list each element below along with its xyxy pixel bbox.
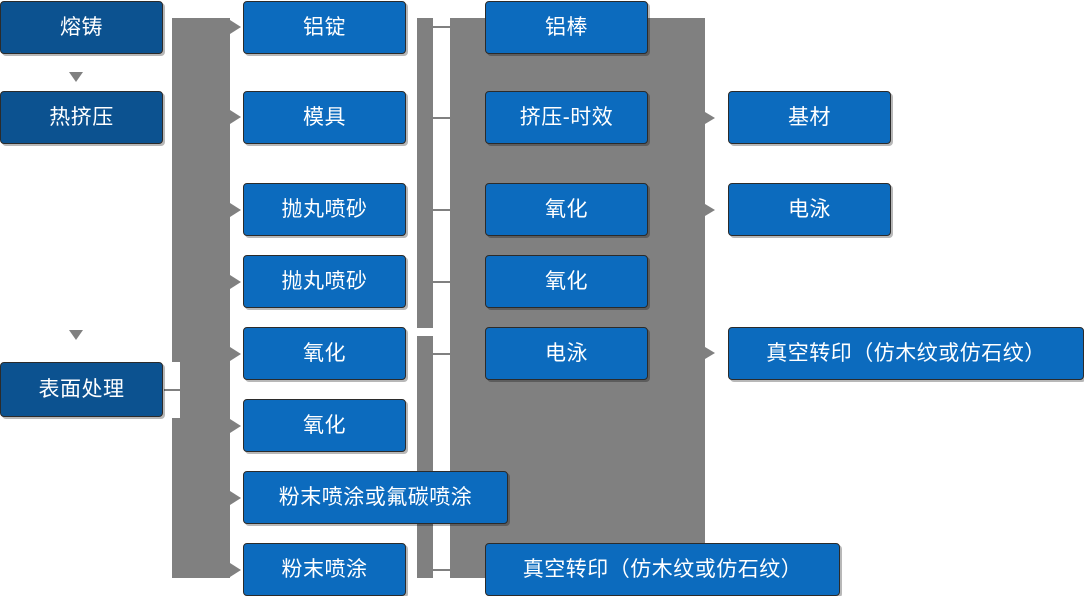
arrow-to-node-l2-8 xyxy=(230,563,241,577)
node-oxidation-col2-2[interactable]: 氧化 xyxy=(243,399,406,452)
node-powder-or-fluorocarbon-coating[interactable]: 粉末喷涂或氟碳喷涂 xyxy=(243,471,508,524)
node-label: 粉末喷涂或氟碳喷涂 xyxy=(278,485,473,509)
node-label: 抛丸喷砂 xyxy=(281,197,368,221)
node-powder-coating[interactable]: 粉末喷涂 xyxy=(243,543,406,596)
node-label: 粉末喷涂 xyxy=(281,557,368,581)
node-label: 电泳 xyxy=(788,197,831,221)
node-label: 真空转印（仿木纹或仿石纹） xyxy=(766,341,1046,365)
connector-line-to-l3-5 xyxy=(433,353,455,355)
connector-line-to-l3-6 xyxy=(433,569,455,571)
node-surface-treatment[interactable]: 表面处理 xyxy=(0,362,163,417)
node-substrate[interactable]: 基材 xyxy=(728,91,891,144)
node-label: 挤压-时效 xyxy=(519,105,614,129)
arrow-down-melting-to-extrusion xyxy=(69,72,83,82)
node-label: 模具 xyxy=(303,105,346,129)
connector-line-to-l3-4 xyxy=(433,281,455,283)
arrow-to-node-l2-6 xyxy=(230,419,241,433)
node-label: 铝棒 xyxy=(545,15,588,39)
node-aluminum-bar[interactable]: 铝棒 xyxy=(485,1,648,54)
node-label: 氧化 xyxy=(545,197,588,221)
node-oxidation-col3-1[interactable]: 氧化 xyxy=(485,183,648,236)
node-label: 真空转印（仿木纹或仿石纹） xyxy=(522,557,803,581)
node-label: 抛丸喷砂 xyxy=(281,269,368,293)
node-label: 电泳 xyxy=(545,341,588,365)
node-electrophoresis-col4[interactable]: 电泳 xyxy=(728,183,891,236)
node-extrusion-aging[interactable]: 挤压-时效 xyxy=(485,91,648,144)
node-label: 铝锭 xyxy=(303,15,346,39)
arrow-to-node-l2-2 xyxy=(230,110,241,124)
node-shot-blasting-1[interactable]: 抛丸喷砂 xyxy=(243,183,406,236)
node-hot-extrusion[interactable]: 热挤压 xyxy=(0,91,163,144)
node-mould[interactable]: 模具 xyxy=(243,91,406,144)
node-label: 基材 xyxy=(788,105,831,129)
arrow-to-node-l4-3 xyxy=(705,347,715,359)
connector-bar-process-left xyxy=(417,18,433,328)
arrow-to-node-l2-4 xyxy=(230,275,241,289)
node-vacuum-transfer-col4[interactable]: 真空转印（仿木纹或仿石纹） xyxy=(728,327,1084,380)
node-shot-blasting-2[interactable]: 抛丸喷砂 xyxy=(243,255,406,308)
node-melting-casting[interactable]: 熔铸 xyxy=(0,1,163,54)
node-label: 氧化 xyxy=(545,269,588,293)
node-aluminum-ingot[interactable]: 铝锭 xyxy=(243,1,406,54)
node-electrophoresis-col3[interactable]: 电泳 xyxy=(485,327,648,380)
connector-bar-process-left-lower xyxy=(417,336,433,578)
node-vacuum-transfer-col3[interactable]: 真空转印（仿木纹或仿石纹） xyxy=(485,543,840,596)
node-label: 热挤压 xyxy=(49,105,114,129)
arrow-to-node-l4-1 xyxy=(705,112,715,124)
arrow-to-node-l4-2 xyxy=(705,204,715,216)
node-oxidation-col2-1[interactable]: 氧化 xyxy=(243,327,406,380)
node-label: 氧化 xyxy=(303,413,346,437)
arrow-to-node-l2-7 xyxy=(230,491,241,505)
arrow-down-to-surface-treatment xyxy=(69,330,83,340)
connector-line-to-l3-2 xyxy=(433,117,455,119)
node-label: 氧化 xyxy=(303,341,346,365)
node-label: 熔铸 xyxy=(60,15,103,39)
node-label: 表面处理 xyxy=(38,377,125,401)
arrow-to-node-l2-5 xyxy=(230,347,241,361)
arrow-to-node-l2-1 xyxy=(230,20,241,34)
connector-line-to-l3-1 xyxy=(433,26,455,28)
connector-trunk-stage-to-process xyxy=(172,18,230,578)
node-oxidation-col3-2[interactable]: 氧化 xyxy=(485,255,648,308)
connector-line-surface-treatment xyxy=(164,389,184,391)
arrow-to-node-l2-3 xyxy=(230,203,241,217)
connector-line-to-l3-3 xyxy=(433,209,455,211)
